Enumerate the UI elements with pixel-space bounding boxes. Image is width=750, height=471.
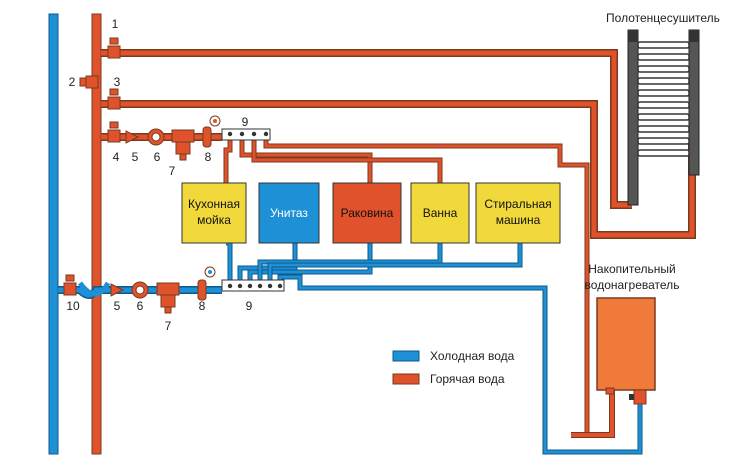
fixture-sink: Раковина [332,182,402,244]
valve-3 [107,88,121,110]
valve-10 [63,274,77,296]
fixture-sink-label: Раковина [341,206,394,220]
valve-1 [107,37,121,59]
towel-dryer-title: Полотенцесушитель [606,11,720,25]
label-6b: 6 [137,299,144,313]
fixture-toilet: Унитаз [258,182,320,244]
fixture-kitchen-line2: мойка [197,213,231,227]
fixture-kitchen: Кухонная мойка [181,182,247,244]
label-10: 10 [66,299,80,313]
legend-cold-swatch [392,350,420,362]
legend-hot-swatch [392,373,420,385]
heater-hot-pipe [571,388,615,438]
fixture-washer-line1: Стиральная [484,197,551,211]
cold-reducer-8 [197,266,216,301]
label-8: 8 [205,150,212,164]
label-9: 9 [242,115,249,129]
cold-manifold-outputs [226,240,643,455]
legend-hot-label: Горячая вода [430,372,505,386]
label-7: 7 [169,164,176,178]
water-heater-title-line1: Накопительный [588,262,675,276]
water-heater-title-line2: водонагреватель [585,278,680,292]
label-5b: 5 [114,299,121,313]
label-2: 2 [69,75,76,89]
fixture-bath: Ванна [410,182,470,244]
label-3: 3 [114,75,121,89]
valve-2 [79,75,99,89]
cold-riser [48,13,59,455]
cold-manifold [221,279,285,292]
label-4: 4 [113,150,120,164]
water-heater [596,297,656,405]
cold-filter-7 [156,282,180,314]
fixture-kitchen-line1: Кухонная [188,197,240,211]
hot-meter-6 [147,128,165,146]
cold-check-valve-5 [110,283,125,297]
label-8b: 8 [199,299,206,313]
valve-4 [107,121,121,143]
cold-meter-6 [131,281,149,299]
label-9b: 9 [246,299,253,313]
label-5: 5 [132,150,139,164]
hot-riser [91,13,102,455]
hot-manifold [221,128,271,141]
label-6: 6 [154,150,161,164]
cold-crossover [77,281,111,297]
fixture-toilet-label: Унитаз [270,206,308,220]
fixture-washer: Стиральная машина [475,182,561,244]
label-7b: 7 [165,319,172,333]
fixture-bath-label: Ванна [423,206,458,220]
legend: Холодная вода Горячая вода [392,349,515,386]
cold-branch [58,286,222,299]
label-1: 1 [112,17,119,31]
legend-cold-label: Холодная вода [430,349,515,363]
hot-reducer-8 [202,115,221,148]
number-labels: 1 2 3 4 5 6 7 8 9 10 5 6 7 8 9 [66,17,252,333]
towel-dryer-pipes [101,49,696,239]
towel-dryer [627,29,700,206]
hot-filter-7 [171,129,195,161]
hot-check-valve-5 [125,130,140,144]
fixture-washer-line2: машина [496,213,541,227]
